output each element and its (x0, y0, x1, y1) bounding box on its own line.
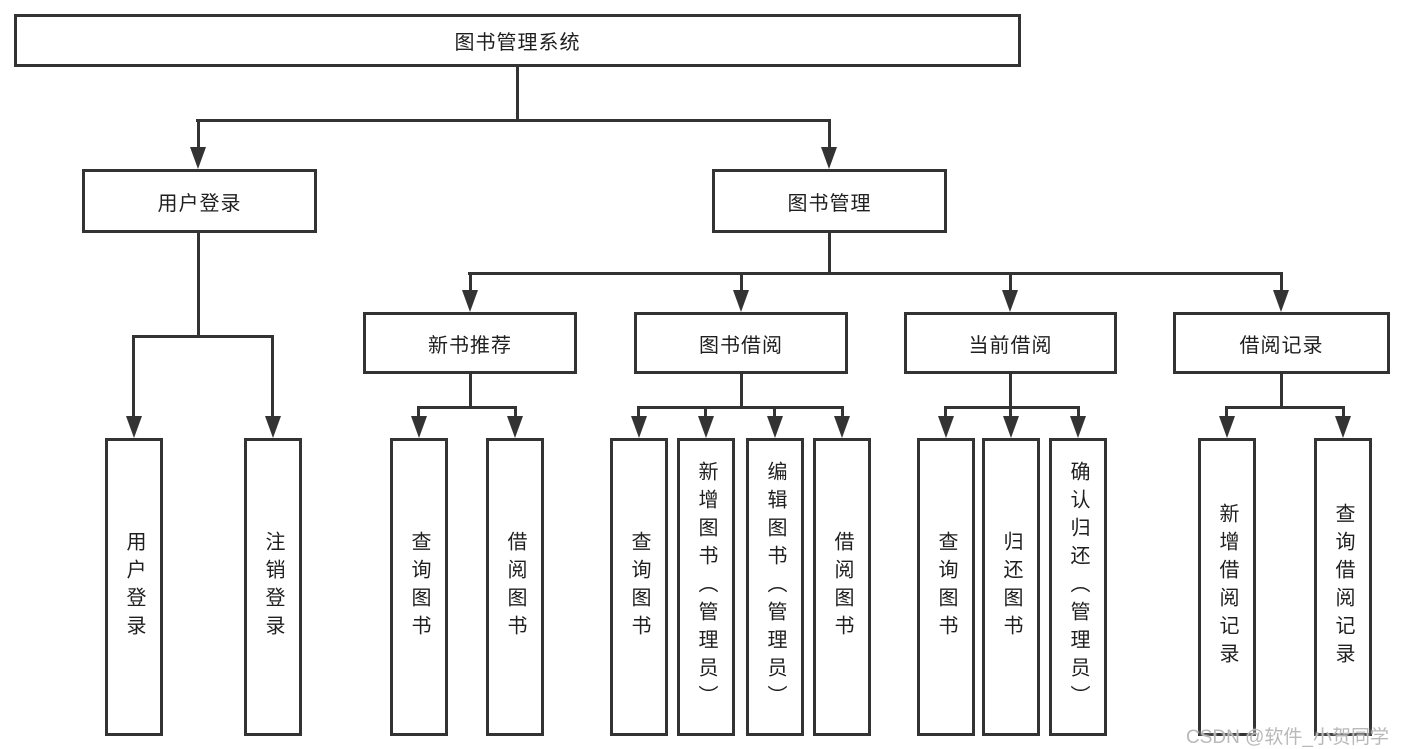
edge-line (417, 406, 420, 420)
edge-arrowhead (834, 416, 850, 438)
node-user-login: 用户登录 (82, 169, 317, 233)
edge-line (132, 335, 274, 338)
node-book-management: 图书管理 (712, 169, 947, 233)
edge-line (637, 406, 844, 409)
edge-arrowhead (1070, 416, 1086, 438)
edge-line (271, 335, 274, 418)
edge-arrowhead (411, 416, 427, 438)
edge-line (1280, 272, 1283, 292)
edge-line (773, 406, 776, 420)
edge-line (828, 233, 831, 275)
edge-line (841, 406, 844, 420)
edge-line (740, 374, 743, 409)
leaf-user-login: 用户登录 (105, 438, 163, 736)
leaf-label: 查询借阅记录 (1332, 503, 1354, 671)
leaf-label: 用户登录 (123, 531, 145, 643)
leaf-label: 归还图书 (1000, 531, 1022, 643)
leaf-label: 查询图书 (935, 531, 957, 643)
node-label: 用户登录 (157, 192, 242, 215)
leaf-add-borrow-record: 新增借阅记录 (1198, 438, 1256, 736)
leaf-label: 借阅图书 (831, 531, 853, 643)
edge-line (740, 272, 743, 292)
edge-line (1225, 406, 1228, 420)
node-label: 图书管理 (787, 192, 872, 215)
leaf-query-books-current: 查询图书 (917, 438, 975, 736)
edge-line (469, 374, 472, 409)
edge-line (197, 119, 200, 151)
leaf-confirm-return-admin: 确认归还（管理员） (1049, 438, 1107, 736)
leaf-query-books-borrowing: 查询图书 (610, 438, 668, 736)
edge-arrowhead (507, 416, 523, 438)
leaf-borrow-books-recommend: 借阅图书 (486, 438, 544, 736)
edge-arrowhead (631, 416, 647, 438)
leaf-label: 注销登录 (262, 531, 284, 643)
edge-arrowhead (767, 416, 783, 438)
edge-arrowhead (1002, 290, 1018, 312)
node-label: 当前借阅 (968, 334, 1053, 357)
watermark: CSDN @软件_小贺同学 (1186, 727, 1389, 748)
edge-line (1225, 406, 1345, 409)
edge-line (1009, 406, 1012, 420)
edge-line (514, 406, 517, 420)
leaf-query-books-recommend: 查询图书 (390, 438, 448, 736)
edge-line (1009, 272, 1012, 292)
node-label: 图书管理系统 (454, 32, 581, 54)
edge-line (828, 119, 831, 151)
edge-arrowhead (698, 416, 714, 438)
leaf-label: 编辑图书（管理员） (764, 461, 786, 713)
leaf-edit-book-admin: 编辑图书（管理员） (746, 438, 804, 736)
node-label: 借阅记录 (1239, 334, 1324, 357)
edge-line (1280, 374, 1283, 409)
leaf-label: 查询图书 (628, 531, 650, 643)
edge-line (197, 233, 200, 338)
edge-arrowhead (190, 147, 206, 169)
edge-arrowhead (1219, 416, 1235, 438)
node-borrowing-records: 借阅记录 (1173, 312, 1390, 374)
leaf-label: 借阅图书 (504, 531, 526, 643)
edge-arrowhead (821, 147, 837, 169)
leaf-label: 确认归还（管理员） (1067, 461, 1089, 713)
leaf-logout: 注销登录 (244, 438, 302, 736)
edge-line (944, 406, 947, 420)
node-book-borrowing: 图书借阅 (634, 312, 848, 374)
leaf-label: 新增图书（管理员） (695, 461, 717, 713)
node-library-management-system: 图书管理系统 (14, 14, 1021, 67)
edge-line (196, 119, 831, 122)
leaf-label: 查询图书 (408, 531, 430, 643)
edge-line (417, 406, 517, 409)
edge-arrowhead (462, 290, 478, 312)
edge-line (1009, 374, 1012, 409)
node-current-borrowing: 当前借阅 (904, 312, 1117, 374)
node-label: 图书借阅 (699, 334, 783, 357)
node-new-book-recommendation: 新书推荐 (363, 312, 577, 374)
edge-line (516, 67, 519, 119)
node-label: 新书推荐 (428, 334, 512, 357)
leaf-return-books: 归还图书 (982, 438, 1040, 736)
edge-arrowhead (126, 416, 142, 438)
edge-arrowhead (733, 290, 749, 312)
edge-arrowhead (1273, 290, 1289, 312)
edge-arrowhead (1335, 416, 1351, 438)
edge-line (469, 272, 472, 292)
leaf-borrow-books-borrowing: 借阅图书 (813, 438, 871, 736)
edge-arrowhead (265, 416, 281, 438)
edge-line (132, 335, 135, 418)
edge-line (468, 272, 1282, 275)
edge-line (637, 406, 640, 420)
leaf-label: 新增借阅记录 (1216, 503, 1238, 671)
leaf-query-borrow-record: 查询借阅记录 (1314, 438, 1372, 736)
edge-line (944, 406, 1080, 409)
edge-arrowhead (938, 416, 954, 438)
edge-arrowhead (1003, 416, 1019, 438)
leaf-add-book-admin: 新增图书（管理员） (677, 438, 735, 736)
edge-line (1342, 406, 1345, 420)
edge-line (704, 406, 707, 420)
edge-line (1077, 406, 1080, 420)
